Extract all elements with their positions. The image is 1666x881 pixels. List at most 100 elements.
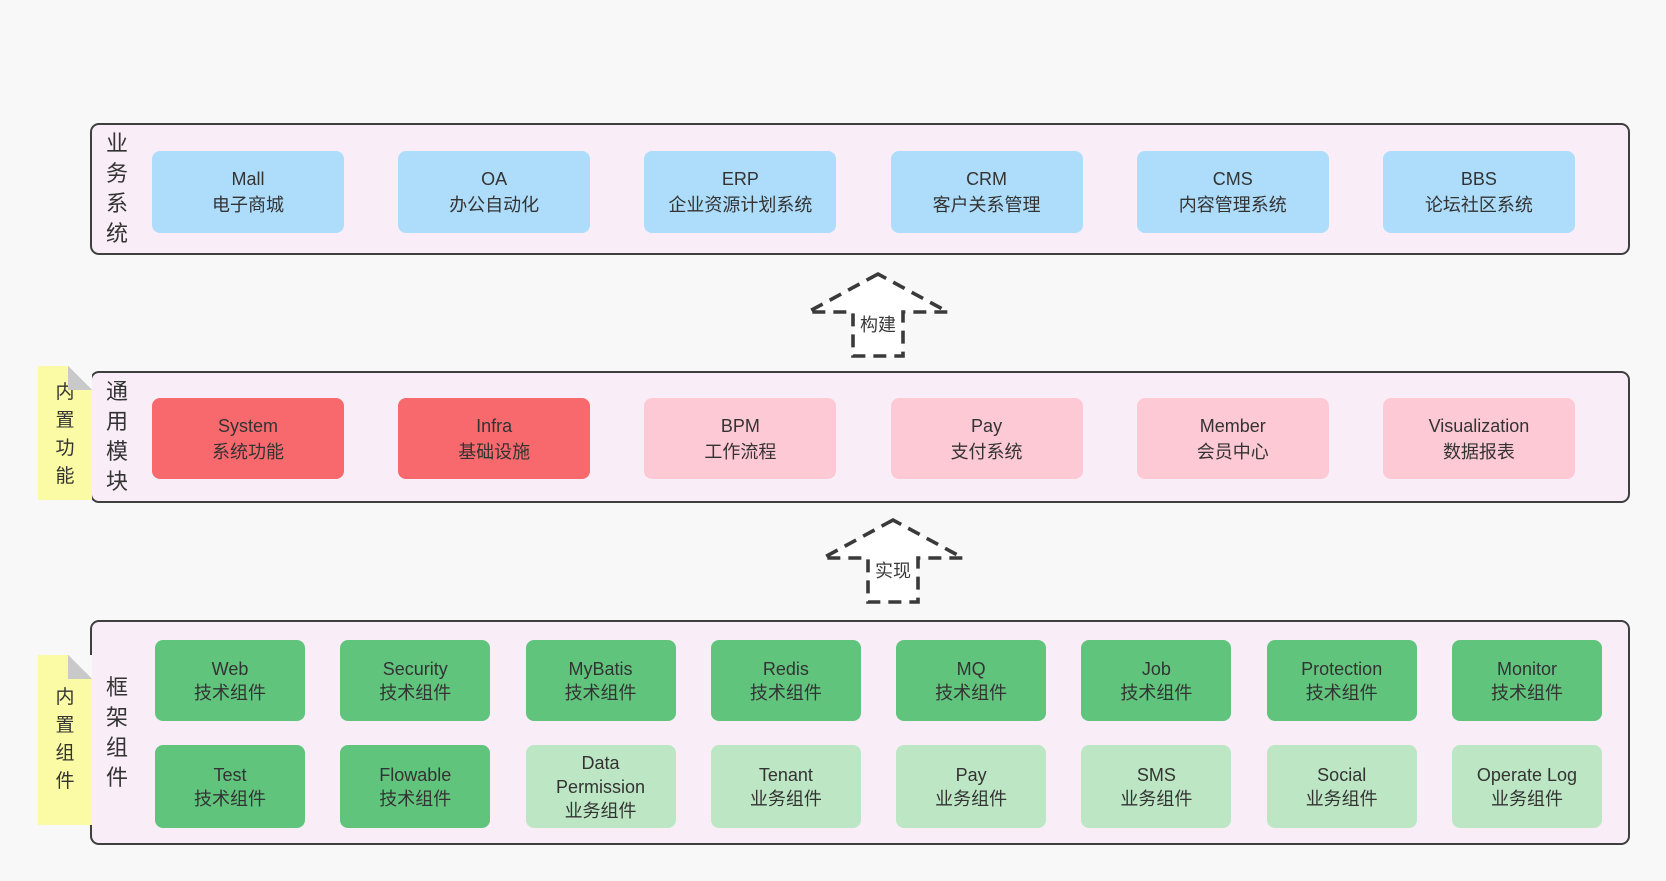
box-title: Monitor — [1496, 658, 1557, 679]
box-title: Data Permission — [556, 752, 646, 797]
box-title: BPM — [720, 415, 760, 436]
box-subtitle: 企业资源计划系统 — [668, 195, 813, 215]
box-title: CRM — [966, 169, 1008, 189]
box-title: Redis — [762, 658, 809, 679]
box-title: Flowable — [379, 764, 452, 785]
box-web: Web 技术组件 — [155, 640, 305, 721]
section-framework-components: 框架组件 Web 技术组件 Security 技术组件 MyBatis 技术组件… — [90, 620, 1630, 845]
box-subtitle: 基础设施 — [458, 441, 531, 462]
box-social: Social 业务组件 — [1266, 745, 1417, 828]
box-title: MQ — [956, 658, 986, 679]
box-cms: CMS 内容管理系统 — [1136, 151, 1329, 233]
box-title: ERP — [721, 169, 759, 189]
box-pay-component: Pay 业务组件 — [896, 745, 1047, 828]
box-subtitle: 业务组件 — [1120, 788, 1193, 809]
note-label: 内置组件 — [55, 687, 75, 792]
box-title: OA — [481, 169, 508, 189]
box-subtitle: 业务组件 — [749, 788, 822, 809]
box-bpm: BPM 工作流程 — [644, 398, 837, 479]
arrow-label: 构建 — [860, 315, 896, 335]
box-title: Social — [1317, 764, 1367, 785]
box-title: CMS — [1212, 169, 1253, 189]
components-row-1: Web 技术组件 Security 技术组件 MyBatis 技术组件 Redi… — [155, 640, 1602, 721]
box-test: Test 技术组件 — [155, 745, 305, 828]
box-tenant: Tenant 业务组件 — [710, 745, 861, 828]
box-subtitle: 电子商城 — [212, 195, 284, 215]
box-subtitle: 技术组件 — [1120, 682, 1193, 703]
box-title: Pay — [971, 415, 1003, 436]
box-visualization: Visualization 数据报表 — [1382, 398, 1575, 479]
box-title: System — [217, 415, 278, 436]
box-subtitle: 系统功能 — [212, 441, 284, 462]
box-subtitle: 业务组件 — [564, 800, 637, 821]
box-subtitle: 会员中心 — [1196, 441, 1269, 462]
box-sms: SMS 业务组件 — [1081, 745, 1232, 828]
box-subtitle: 内容管理系统 — [1178, 195, 1287, 215]
box-mybatis: MyBatis 技术组件 — [525, 640, 676, 721]
box-subtitle: 技术组件 — [194, 788, 266, 809]
box-title: Infra — [476, 415, 513, 436]
box-title: Web — [211, 658, 249, 679]
box-subtitle: 技术组件 — [379, 788, 452, 809]
box-subtitle: 技术组件 — [379, 682, 452, 703]
box-title: Mall — [231, 169, 265, 189]
arrow-implement: 实现 — [820, 517, 966, 605]
box-system: System 系统功能 — [152, 398, 344, 479]
box-subtitle: 技术组件 — [194, 682, 266, 703]
box-redis: Redis 技术组件 — [710, 640, 861, 721]
section-label: 通用模块 — [105, 379, 128, 494]
sticky-note-builtin-components: 内置组件 — [38, 655, 92, 825]
box-member: Member 会员中心 — [1136, 398, 1329, 479]
box-crm: CRM 客户关系管理 — [890, 151, 1083, 233]
box-job: Job 技术组件 — [1081, 640, 1232, 721]
box-pay: Pay 支付系统 — [890, 398, 1083, 479]
box-subtitle: 技术组件 — [564, 682, 637, 703]
box-subtitle: 技术组件 — [1490, 682, 1563, 703]
box-subtitle: 业务组件 — [1305, 788, 1378, 809]
box-erp: ERP 企业资源计划系统 — [644, 151, 837, 233]
box-subtitle: 工作流程 — [704, 441, 777, 462]
section-common-modules: 通用模块 System 系统功能 Infra 基础设施 BPM 工作流程 Pay… — [90, 371, 1630, 503]
components-row-2: Test 技术组件 Flowable 技术组件 Data Permission … — [155, 745, 1602, 828]
box-title: SMS — [1136, 764, 1176, 785]
arrow-label: 实现 — [875, 561, 911, 581]
box-subtitle: 技术组件 — [935, 682, 1008, 703]
section-label: 框架组件 — [105, 674, 128, 790]
box-title: BBS — [1460, 169, 1497, 189]
box-subtitle: 数据报表 — [1442, 441, 1515, 462]
box-subtitle: 支付系统 — [950, 441, 1023, 462]
box-title: Job — [1141, 658, 1171, 679]
section-label: 业务系统 — [105, 131, 128, 246]
section-business-systems: 业务系统 Mall 电子商城 OA 办公自动化 ERP 企业资源计划系统 CRM… — [90, 123, 1630, 255]
box-flowable: Flowable 技术组件 — [340, 745, 491, 828]
business-box-row: Mall 电子商城 OA 办公自动化 ERP 企业资源计划系统 CRM 客户关系… — [152, 151, 1575, 233]
box-oa: OA 办公自动化 — [398, 151, 591, 233]
box-data-permission: Data Permission 业务组件 — [525, 745, 676, 828]
box-title: Pay — [955, 764, 987, 785]
box-subtitle: 论坛社区系统 — [1424, 195, 1533, 215]
box-title: Operate Log — [1476, 764, 1577, 785]
box-infra: Infra 基础设施 — [398, 398, 591, 479]
dashed-up-arrow-icon — [822, 517, 964, 604]
box-bbs: BBS 论坛社区系统 — [1382, 151, 1575, 233]
sticky-note-builtin-features: 内置功能 — [38, 366, 92, 500]
box-mall: Mall 电子商城 — [152, 151, 344, 233]
box-operate-log: Operate Log 业务组件 — [1451, 745, 1602, 828]
box-title: Visualization — [1428, 415, 1530, 436]
box-title: Protection — [1301, 658, 1383, 679]
box-title: Security — [382, 658, 448, 679]
box-subtitle: 办公自动化 — [449, 195, 540, 215]
box-title: MyBatis — [568, 658, 633, 679]
box-subtitle: 技术组件 — [1305, 682, 1378, 703]
box-protection: Protection 技术组件 — [1266, 640, 1417, 721]
box-mq: MQ 技术组件 — [896, 640, 1047, 721]
box-title: Test — [213, 764, 247, 785]
box-subtitle: 业务组件 — [1490, 788, 1563, 809]
box-subtitle: 业务组件 — [935, 788, 1008, 809]
box-subtitle: 客户关系管理 — [932, 195, 1041, 215]
arrow-build: 构建 — [805, 271, 951, 359]
dashed-up-arrow-icon — [807, 271, 949, 358]
modules-box-row: System 系统功能 Infra 基础设施 BPM 工作流程 Pay 支付系统… — [152, 398, 1575, 479]
box-security: Security 技术组件 — [340, 640, 491, 721]
